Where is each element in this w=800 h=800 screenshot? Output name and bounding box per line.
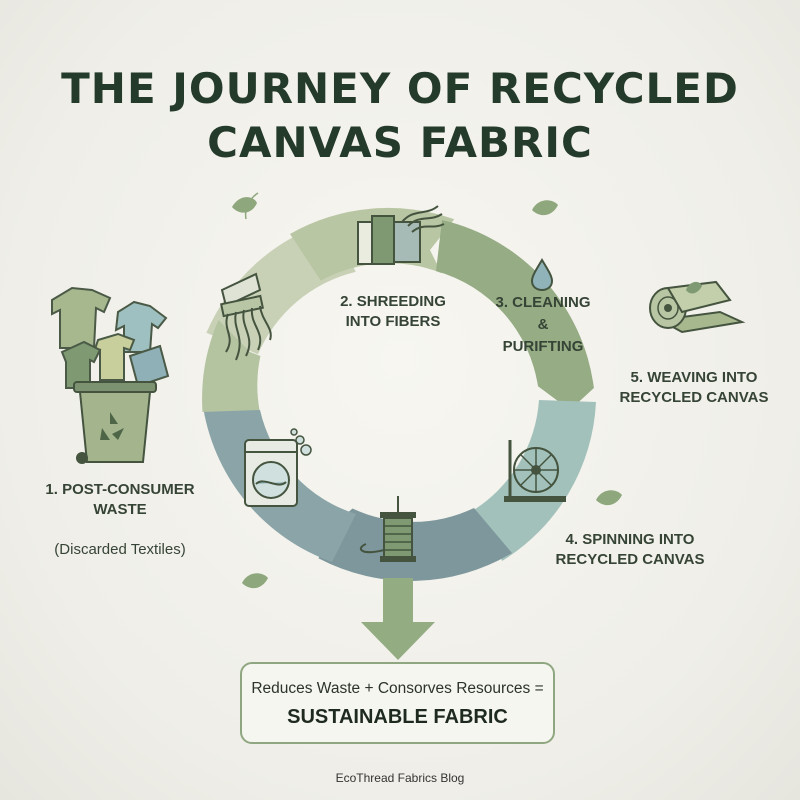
fiber-bale-icon xyxy=(357,205,445,265)
step-1-title-line-2: WASTE xyxy=(93,501,147,518)
step-2-title-line-2: INTO FIBERS xyxy=(345,313,441,330)
step-4-title-line-1: 4. SPINNING INTO xyxy=(565,531,695,548)
step-3-title-line-3: PURIFTING xyxy=(502,338,584,355)
result-equation: Reduces Waste + Consorves Resources = xyxy=(251,680,544,697)
step-1-title-line-1: 1. POST-CONSUMER xyxy=(45,481,195,498)
step-4-title-line-2: RECYCLED CANVAS xyxy=(555,551,705,568)
page-title-line-2: CANVAS FABRIC xyxy=(207,118,593,167)
step-4-label: 4. SPINNING INTO RECYCLED CANVAS xyxy=(540,530,720,570)
ring-segment-right xyxy=(470,400,596,561)
result-box: Reduces Waste + Consorves Resources = SU… xyxy=(240,662,555,744)
step-5-title-line-1: 5. WEAVING INTO xyxy=(630,369,758,386)
step-5-title-line-2: RECYCLED CANVAS xyxy=(619,389,769,406)
ring-segment-top-right xyxy=(436,220,594,410)
washing-machine-icon xyxy=(244,428,312,507)
step-3-title-line-2: & xyxy=(537,316,549,333)
ring-segment-bottom xyxy=(318,508,512,582)
leaf-icon xyxy=(232,192,259,220)
step-1-note: (Discarded Textiles) xyxy=(54,541,186,558)
water-drop-icon xyxy=(530,258,554,292)
thread-spool-icon xyxy=(359,496,416,562)
shredder-machine-icon xyxy=(220,272,272,361)
leaf-icon xyxy=(532,200,558,216)
step-3-title-line-1: 3. CLEANING xyxy=(495,294,591,311)
footer-credit: EcoThread Fabrics Blog xyxy=(335,771,465,785)
step-1-label: 1. POST-CONSUMER WASTE xyxy=(20,480,220,520)
leaf-icon xyxy=(596,490,622,506)
step-5-label: 5. WEAVING INTO RECYCLED CANVAS xyxy=(604,368,784,408)
down-arrow-icon xyxy=(361,578,435,660)
fabric-roll-icon xyxy=(649,280,746,334)
step-2-title-line-1: 2. SHREEDING xyxy=(340,293,446,310)
page-title-line-1: THE JOURNEY OF RECYCLED xyxy=(61,64,739,113)
ring-segment-left-upper xyxy=(202,320,261,412)
spinning-wheel-icon xyxy=(504,440,566,502)
leaf-icon xyxy=(242,573,268,589)
trash-bin-clothes-icon xyxy=(51,286,170,464)
step-2-label: 2. SHREEDING INTO FIBERS xyxy=(318,292,468,332)
result-outcome: SUSTAINABLE FABRIC xyxy=(287,706,508,728)
step-3-label: 3. CLEANING & PURIFTING xyxy=(478,292,608,358)
